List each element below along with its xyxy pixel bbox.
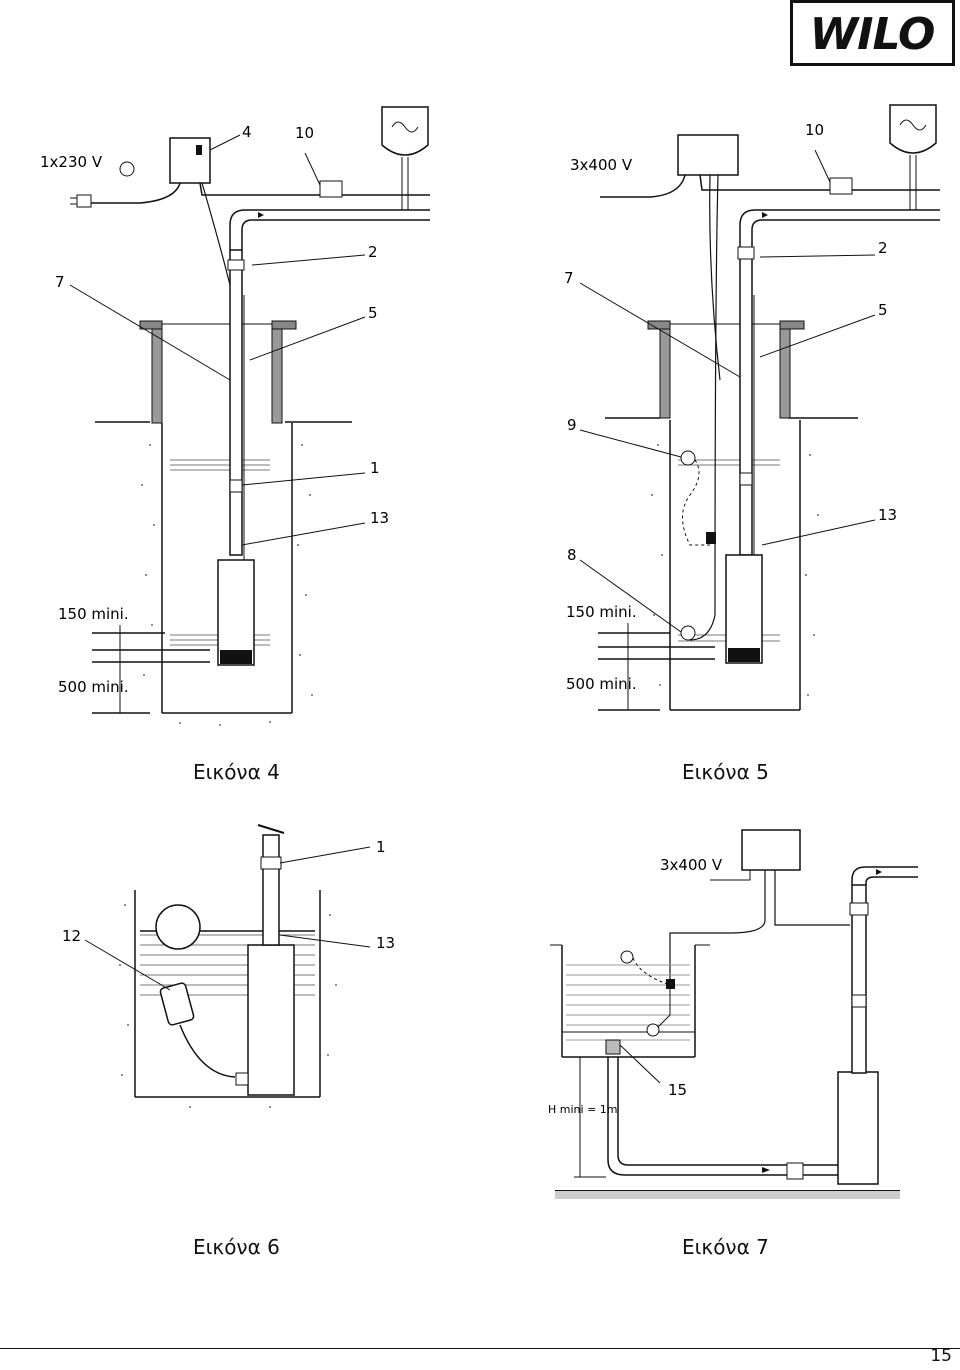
logo-text: WILO <box>810 9 935 60</box>
fig6-label-1: 1 <box>376 838 386 856</box>
fig5-supply: 3x400 V <box>570 156 633 174</box>
fig5-dim-150: 150 mini. <box>566 603 637 621</box>
figure-7-caption: Εικόνα 7 <box>682 1235 769 1259</box>
fig4-label-13: 13 <box>370 509 389 527</box>
fig4-dim-500: 500 mini. <box>58 678 129 696</box>
fig5-label-10: 10 <box>805 121 824 139</box>
wilo-logo: WILO <box>790 0 955 66</box>
fig5-label-13: 13 <box>878 506 897 524</box>
fig7-label-15: 15 <box>668 1081 687 1099</box>
figure-4: 1x230 V 4 10 2 7 5 1 13 150 mini. 500 mi… <box>30 95 450 739</box>
page-number: 15 <box>930 1346 952 1366</box>
figure-4-caption: Εικόνα 4 <box>193 760 280 784</box>
fig5-label-2: 2 <box>878 239 888 257</box>
figure-6: 1 12 13 <box>40 815 420 1129</box>
fig4-label-4: 4 <box>242 123 252 141</box>
fig4-supply: 1x230 V <box>40 153 103 171</box>
figure-5-drawing: 3x400 V 10 2 7 5 9 13 8 150 mini. 500 mi… <box>564 104 940 711</box>
figure-7: 3x400 V 15 H mini = 1m <box>540 825 940 1209</box>
figure-6-drawing: 1 12 13 <box>62 824 395 1108</box>
fig4-label-2: 2 <box>368 243 378 261</box>
fig5-label-7: 7 <box>564 269 574 287</box>
figure-6-caption: Εικόνα 6 <box>193 1235 280 1259</box>
fig6-label-13: 13 <box>376 934 395 952</box>
fig4-label-7: 7 <box>55 273 65 291</box>
fig5-label-8: 8 <box>567 546 577 564</box>
figure-5: 3x400 V 10 2 7 5 9 13 8 150 mini. 500 mi… <box>540 95 960 739</box>
figure-5-caption: Εικόνα 5 <box>682 760 769 784</box>
fig5-label-9: 9 <box>567 416 577 434</box>
figure-4-drawing: 1x230 V 4 10 2 7 5 1 13 150 mini. 500 mi… <box>40 106 430 726</box>
fig4-label-10: 10 <box>295 124 314 142</box>
fig6-label-12: 12 <box>62 927 81 945</box>
fig7-supply: 3x400 V <box>660 856 723 874</box>
figure-7-drawing: 3x400 V 15 H mini = 1m <box>548 829 918 1199</box>
fig7-dim-hmin: H mini = 1m <box>548 1103 618 1116</box>
fig4-label-1: 1 <box>370 459 380 477</box>
footer-rule <box>0 1348 960 1349</box>
fig5-dim-500: 500 mini. <box>566 675 637 693</box>
fig4-label-5: 5 <box>368 304 378 322</box>
fig4-dim-150: 150 mini. <box>58 605 129 623</box>
fig5-label-5: 5 <box>878 301 888 319</box>
